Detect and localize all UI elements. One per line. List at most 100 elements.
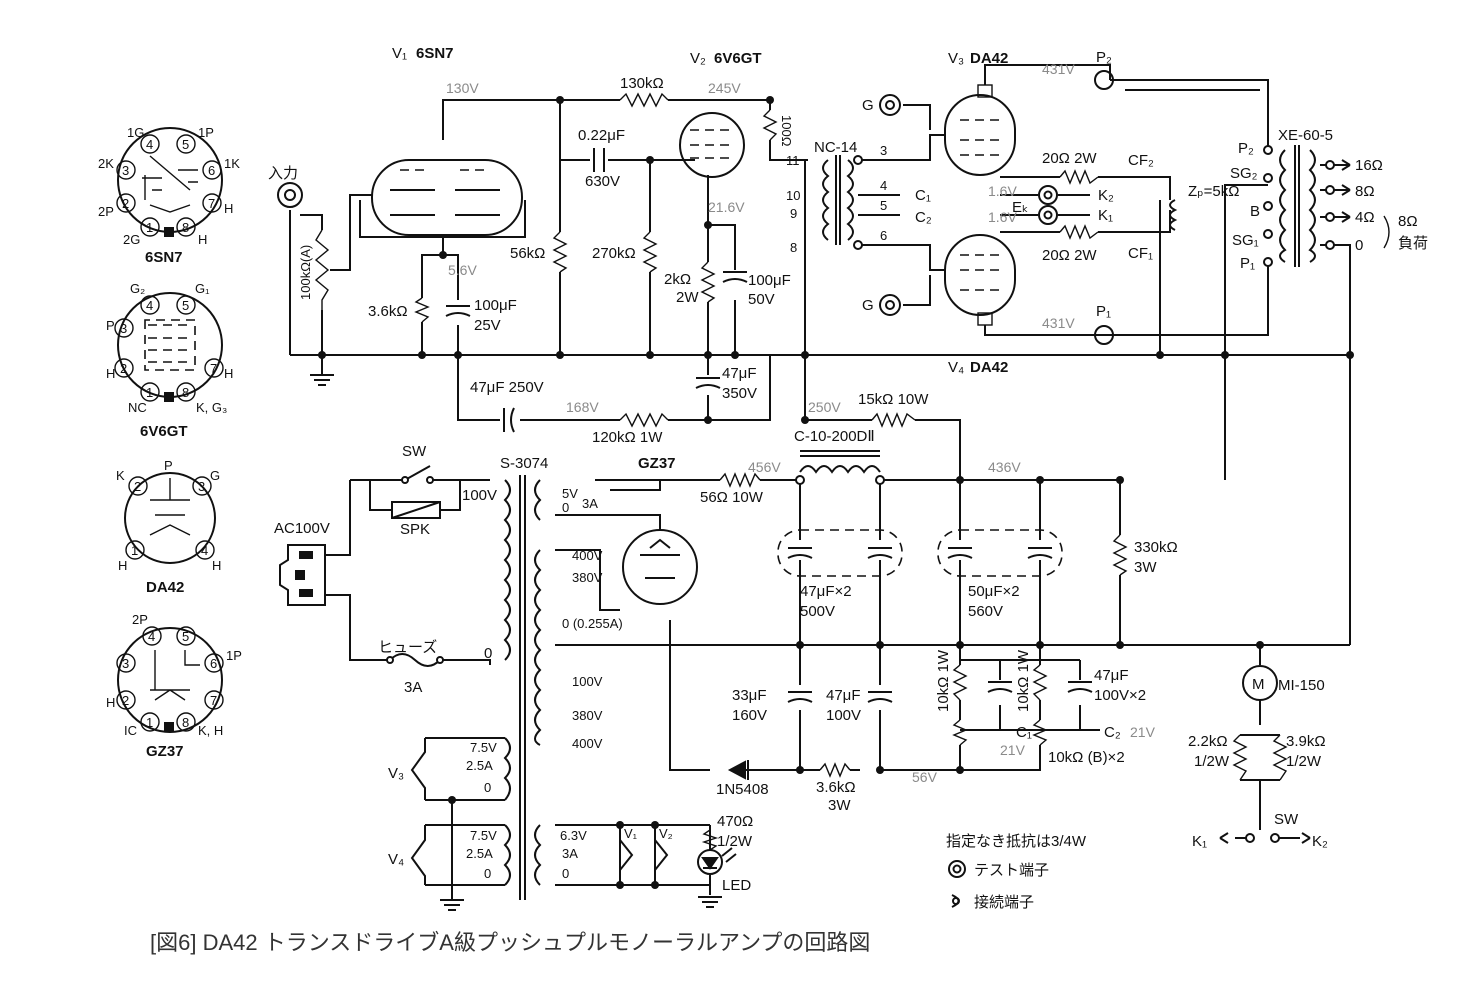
resistor-470: 470Ω 1/2W	[701, 813, 753, 851]
svg-text:8: 8	[182, 385, 189, 400]
ground-symbol	[310, 374, 334, 386]
pot-label: 100kΩ(A)	[298, 245, 313, 300]
svg-text:8Ω: 8Ω	[1398, 213, 1418, 230]
svg-text:2: 2	[122, 196, 129, 211]
pin-label: IC	[124, 723, 137, 738]
cap-label: 33μF	[732, 687, 767, 704]
tube-v1: V₁ 6SN7	[371, 45, 523, 236]
svg-text:130kΩ: 130kΩ	[620, 75, 664, 92]
svg-text:MI-150: MI-150	[1278, 677, 1325, 694]
resistor-56k: 56kΩ	[510, 231, 568, 273]
svg-text:0: 0	[562, 866, 569, 881]
tube-v4: V₄ DA42	[944, 234, 1016, 376]
pin-label: K, G₃	[196, 400, 227, 415]
svg-text:8: 8	[182, 220, 189, 235]
trimmer-10k-b: 10kΩ (B)×2	[952, 719, 1125, 766]
tube-v2: V₂ 6V6GT	[679, 50, 762, 178]
secondary-arrows	[1341, 159, 1351, 223]
input-label: 入力	[268, 165, 298, 182]
svg-text:K₂: K₂	[1098, 187, 1114, 204]
svg-text:XE-60-5: XE-60-5	[1278, 127, 1333, 144]
resistor-20-b: 20Ω 2W	[1042, 224, 1099, 264]
svg-text:56V: 56V	[912, 769, 938, 785]
resistor-130k: 130kΩ	[619, 75, 669, 108]
svg-text:指定なき抵抗は3/4W: 指定なき抵抗は3/4W	[946, 833, 1087, 850]
svg-text:3: 3	[198, 479, 205, 494]
tube-v3: V₃ DA42	[944, 50, 1016, 176]
svg-text:2: 2	[120, 361, 127, 376]
svg-text:7: 7	[210, 361, 217, 376]
svg-text:5: 5	[182, 298, 189, 313]
input-pot: 100kΩ(A)	[298, 229, 340, 310]
svg-text:P₂: P₂	[1096, 49, 1112, 66]
transformer-nc14	[822, 155, 863, 250]
svg-text:1: 1	[146, 385, 153, 400]
tube-type: 6SN7	[416, 45, 454, 62]
svg-text:CF₂: CF₂	[1128, 152, 1154, 169]
pinout-title: DA42	[146, 579, 184, 596]
pin-label: 1K	[224, 156, 240, 171]
svg-text:S-3074: S-3074	[500, 455, 548, 472]
svg-text:3: 3	[120, 321, 127, 336]
svg-text:V₂: V₂	[659, 826, 673, 841]
svg-text:470Ω: 470Ω	[717, 813, 753, 830]
svg-text:LED: LED	[722, 877, 751, 894]
svg-text:10kΩ 1W: 10kΩ 1W	[935, 649, 952, 712]
svg-text:0: 0	[484, 866, 491, 881]
c2-terminal-label: C₂	[1104, 724, 1121, 741]
cap-label: 500V	[800, 603, 835, 620]
g-terminal-bottom: G	[862, 294, 901, 316]
resistor-3-6k-3w: 3.6kΩ 3W	[816, 762, 856, 814]
svg-text:K₂: K₂	[1312, 833, 1328, 850]
svg-text:7: 7	[208, 196, 215, 211]
svg-text:Eₖ: Eₖ	[1012, 199, 1028, 216]
svg-text:5: 5	[182, 137, 189, 152]
svg-text:0: 0	[1355, 237, 1363, 254]
svg-text:2W: 2W	[676, 289, 699, 306]
svg-text:2.5A: 2.5A	[466, 846, 493, 861]
pin-label: 2G	[123, 232, 140, 247]
svg-text:4Ω: 4Ω	[1355, 209, 1375, 226]
pin-label: H	[106, 695, 115, 710]
meter-switch	[1219, 815, 1311, 844]
svg-text:5: 5	[880, 198, 887, 213]
heater-v1	[619, 839, 634, 871]
svg-text:7.5V: 7.5V	[470, 828, 497, 843]
pin-label: G₁	[195, 281, 210, 296]
svg-text:NC-14: NC-14	[814, 139, 857, 156]
c1-terminal-label: C₁	[1016, 724, 1032, 741]
cap-label: 630V	[585, 173, 620, 190]
svg-text:C-10-200DⅡ: C-10-200DⅡ	[794, 428, 875, 445]
pin-label: K, H	[198, 723, 223, 738]
power-switch	[401, 465, 434, 484]
svg-text:16Ω: 16Ω	[1355, 157, 1383, 174]
heater-v3	[410, 738, 426, 800]
svg-text:9: 9	[790, 206, 797, 221]
transformer-s3074	[503, 475, 542, 900]
svg-text:130V: 130V	[446, 80, 479, 96]
resistor-15k: 15kΩ 10W	[858, 391, 929, 428]
svg-text:B: B	[1250, 203, 1260, 220]
tube-type: DA42	[970, 50, 1008, 67]
svg-text:15kΩ 10W: 15kΩ 10W	[858, 391, 929, 408]
pin-label: P	[106, 318, 115, 333]
svg-text:P₂: P₂	[1238, 140, 1254, 157]
g-terminal-top: G	[862, 94, 901, 116]
svg-text:8: 8	[790, 240, 797, 255]
cap-label: 100V×2	[1094, 687, 1146, 704]
svg-text:3W: 3W	[1134, 559, 1157, 576]
svg-text:431V: 431V	[1042, 61, 1075, 77]
capacitor-47uf-100x2	[987, 681, 1093, 693]
resistor-56-10w: 56Ω 10W	[700, 472, 764, 506]
svg-text:1/2W: 1/2W	[717, 833, 753, 850]
svg-text:C₂: C₂	[915, 209, 932, 226]
ground-heater	[440, 899, 464, 911]
pin-label: 2P	[132, 612, 148, 627]
svg-text:SPK: SPK	[400, 521, 430, 538]
svg-text:1: 1	[146, 220, 153, 235]
svg-text:4: 4	[880, 178, 887, 193]
svg-text:8Ω: 8Ω	[1355, 183, 1375, 200]
svg-text:380V: 380V	[572, 708, 603, 723]
svg-text:380V: 380V	[572, 570, 603, 585]
svg-text:負荷: 負荷	[1398, 235, 1428, 252]
